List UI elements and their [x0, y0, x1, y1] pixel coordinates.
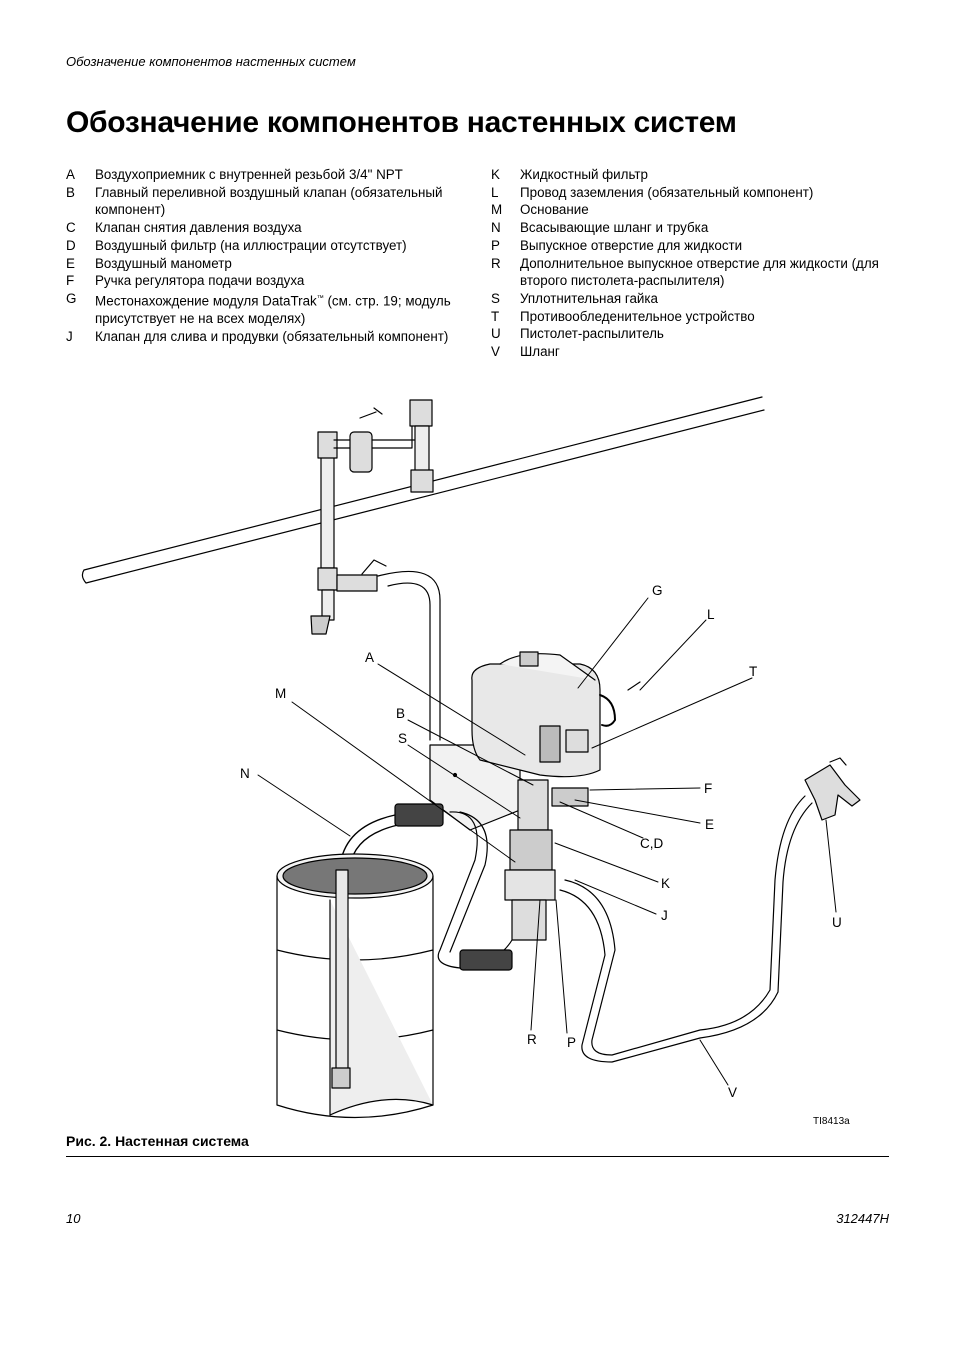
- legend-key: D: [66, 237, 76, 253]
- legend-text: Выпускное отверстие для жидкости: [520, 237, 743, 253]
- legend-text: Главный переливной воздушный клапан (обя…: [95, 184, 443, 218]
- legend-key: M: [491, 202, 503, 218]
- legend-text: Ручка регулятора подачи воздуха: [95, 273, 305, 289]
- legend-text: Всасывающие шланг и трубка: [520, 220, 709, 236]
- legend-item-p: P Выпускное отверстие для жидкости: [491, 237, 911, 255]
- callout-e: E: [705, 817, 715, 832]
- legend-text: Шланг: [520, 344, 560, 360]
- legend-text: Уплотнительная гайка: [520, 290, 658, 306]
- trademark-sign: ™: [316, 294, 324, 302]
- legend-text: Провод заземления (обязательный компонен…: [520, 184, 814, 200]
- legend-item-t: T Противообледенительное устройство: [491, 308, 911, 326]
- running-header: Обозначение компонентов настенных систем: [66, 54, 356, 69]
- callout-j: J: [661, 908, 668, 923]
- callout-l: L: [707, 607, 715, 622]
- legend-key: K: [491, 167, 500, 182]
- legend-text: Противообледенительное устройство: [520, 308, 755, 324]
- air-motor-body: [471, 651, 641, 778]
- callout-b: B: [396, 706, 406, 721]
- callout-k: K: [661, 876, 671, 891]
- legend-key: T: [491, 308, 500, 324]
- fluid-hose: [559, 795, 813, 1063]
- legend-text: Воздушный манометр: [95, 255, 232, 271]
- callout-s: S: [398, 731, 408, 746]
- legend-left-column: A Воздухоприемник с внутренней резьбой 3/…: [66, 166, 466, 346]
- legend-text: Пистолет-распылитель: [520, 326, 664, 342]
- callout-n: N: [240, 766, 250, 781]
- document-number: 312447H: [836, 1211, 889, 1226]
- legend-key: G: [66, 290, 77, 306]
- legend-key: J: [66, 328, 73, 344]
- callout-f: F: [704, 781, 713, 796]
- legend-item-g: G Местонахождение модуля DataTrak™ (см. с…: [66, 290, 466, 328]
- legend-key: A: [66, 167, 75, 182]
- figure-caption: Рис. 2. Настенная система: [66, 1133, 249, 1149]
- legend-item-a: A Воздухоприемник с внутренней резьбой 3/…: [66, 166, 466, 184]
- legend-key: C: [66, 220, 76, 236]
- legend-key: F: [66, 273, 75, 289]
- legend-key: N: [491, 220, 501, 236]
- callout-v: V: [728, 1085, 738, 1100]
- drum: [276, 853, 434, 1119]
- legend-text: Основание: [520, 202, 589, 218]
- legend-item-r: R Дополнительное выпускное отверстие для …: [491, 255, 911, 290]
- air-drop-piping: [310, 399, 434, 635]
- legend-text-part: (см. стр. 19; модуль присутствует не на …: [95, 293, 451, 327]
- air-supply-hose: [377, 570, 441, 741]
- legend-item-f: F Ручка регулятора подачи воздуха: [66, 272, 466, 290]
- legend-item-j: J Клапан для слива и продувки (обязательн…: [66, 328, 466, 346]
- legend-text-part: Местонахождение модуля DataTrak: [95, 293, 317, 309]
- legend-item-k: K Жидкостный фильтр: [491, 166, 911, 184]
- legend-item-u: U Пистолет-распылитель: [491, 325, 911, 343]
- legend-key: B: [66, 184, 75, 200]
- legend-item-e: E Воздушный манометр: [66, 255, 466, 273]
- legend-key: P: [491, 237, 500, 253]
- callout-cd: C,D: [640, 836, 664, 851]
- legend-item-c: C Клапан снятия давления воздуха: [66, 219, 466, 237]
- spray-gun: [804, 757, 861, 821]
- legend-key: L: [491, 184, 499, 200]
- callout-t: T: [749, 664, 758, 679]
- caption-rule: [66, 1156, 889, 1157]
- wall-system-illustration: [81, 396, 861, 1119]
- legend-text: Клапан для слива и продувки (обязательны…: [95, 328, 449, 344]
- figure-code: TI8413a: [813, 1116, 850, 1127]
- legend-item-m: M Основание: [491, 201, 911, 219]
- legend-text: Воздушный фильтр (на иллюстрации отсутст…: [95, 237, 407, 253]
- callout-leaders: [257, 597, 837, 1086]
- wall-system-figure: G L T A M B S N F E C,D K J U R P V TI84…: [0, 380, 954, 1140]
- legend-item-n: N Всасывающие шланг и трубка: [491, 219, 911, 237]
- legend-key: V: [491, 344, 500, 360]
- legend-text: Жидкостный фильтр: [520, 167, 648, 182]
- legend-text: Местонахождение модуля DataTrak™ (см. ст…: [95, 290, 466, 328]
- legend-text: Дополнительное выпускное отверстие для ж…: [520, 255, 879, 289]
- legend-key: S: [491, 290, 500, 306]
- suction-hose-fitting: [394, 803, 444, 827]
- page-number: 10: [66, 1211, 81, 1226]
- legend-key: E: [66, 255, 75, 271]
- callout-r: R: [527, 1032, 537, 1047]
- legend-item-s: S Уплотнительная гайка: [491, 290, 911, 308]
- legend-key: R: [491, 255, 501, 271]
- legend-item-b: B Главный переливной воздушный клапан (об…: [66, 184, 466, 219]
- legend-right-column: K Жидкостный фильтр L Провод заземления (о…: [491, 166, 911, 361]
- callout-a: A: [365, 650, 375, 665]
- legend-item-v: V Шланг: [491, 343, 911, 361]
- legend-item-l: L Провод заземления (обязательный компоне…: [491, 184, 911, 202]
- legend-text: Клапан снятия давления воздуха: [95, 220, 302, 236]
- legend-key: U: [491, 326, 501, 342]
- legend-item-d: D Воздушный фильтр (на иллюстрации отсутс…: [66, 237, 466, 255]
- callout-g: G: [652, 583, 663, 598]
- callout-m: M: [275, 686, 287, 701]
- callout-p: P: [567, 1035, 577, 1050]
- callout-u: U: [832, 915, 842, 930]
- page-title: Обозначение компонентов настенных систем: [66, 106, 737, 139]
- legend-text: Воздухоприемник с внутренней резьбой 3/4…: [95, 167, 403, 182]
